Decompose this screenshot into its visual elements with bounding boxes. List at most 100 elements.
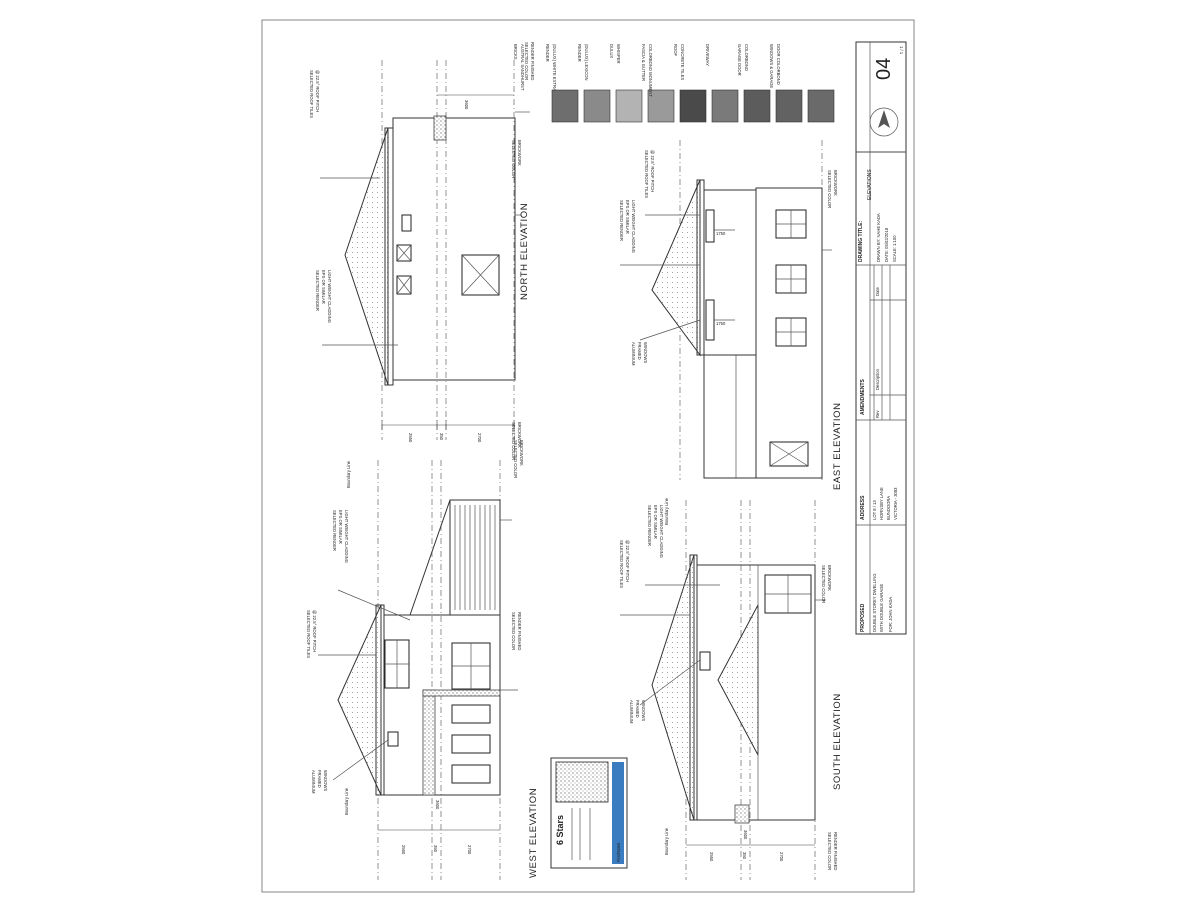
west-note-roof-pitch: @ 22.5° ROOF PITCH	[312, 610, 317, 652]
north-dim-top: 3600	[464, 100, 469, 110]
legend-sub-2: (DULUX) LEXICON	[584, 44, 589, 81]
east-window-upper-1	[705, 209, 715, 243]
south-wall	[696, 564, 816, 821]
north-note-color-render: SELECTED COLOR	[524, 42, 529, 80]
north-note-render: SELECTED RENDER	[315, 270, 320, 311]
south-note-render-finished: RENDER FINISHED	[833, 832, 838, 870]
south-note-render: SELECTED RENDER	[647, 505, 652, 546]
west-note-brickwork: BRICKWORK	[519, 440, 524, 466]
north-note-cladding: LIGHT WEIGHT CLADDING	[327, 270, 332, 323]
legend-label-3: DULUX	[609, 44, 614, 58]
proposed-line-1: DOUBLE STOREY DWELLING	[872, 574, 877, 633]
legend-swatch-8	[807, 89, 835, 123]
south-elevation-title: SOUTH ELEVATION	[832, 693, 843, 790]
sheet-total: 1 / 1	[899, 46, 904, 55]
drawing-title-label: DRAWING TITLE:	[858, 221, 864, 262]
west-dim-2: 350	[433, 845, 438, 853]
north-arrow-icon	[869, 107, 899, 137]
south-roof	[651, 554, 695, 821]
legend-sub-7: COLORBOND	[744, 44, 749, 71]
north-note-eps: EPS OR SIMILAR	[321, 270, 326, 304]
south-note-brickwork: BRICKWORK	[827, 565, 832, 591]
proposed-client: FOR: JOHN KADA	[888, 597, 893, 632]
east-dim-2: 1750	[716, 321, 726, 326]
west-note-color-render: SELECTED COLOR	[511, 612, 516, 650]
legend-label-6: DRIVEWAY	[705, 44, 710, 66]
east-dim-1: 1750	[716, 231, 726, 236]
drawing-title: ELEVATIONS	[867, 169, 873, 200]
south-dim-top: 3600	[743, 830, 748, 840]
amendments-heading: AMENDMENTS	[860, 379, 866, 415]
legend-swatch-6	[743, 89, 771, 123]
south-note-cladding: LIGHT WEIGHT CLADDING	[659, 505, 664, 558]
legend-swatch-7	[775, 89, 803, 123]
amend-col-description: Description	[875, 368, 880, 390]
south-note-color-render: SELECTED COLOR	[827, 832, 832, 870]
north-dim-3: 2700	[477, 433, 482, 443]
south-note-roof-tiles: SELECTED ROOF TILES	[619, 540, 624, 588]
west-note-render-finished: RENDER FINISHED	[517, 612, 522, 650]
address-line-1: LOT 8 / 13	[872, 500, 877, 520]
west-dim-3: 2700	[467, 845, 472, 855]
drawing-date: DATE: 05/02/2018	[884, 227, 889, 262]
legend-label-5: ROOF	[673, 44, 678, 57]
north-wall	[392, 117, 516, 381]
west-note-aluminium: ALUMINIUM	[311, 770, 316, 794]
east-roof	[651, 179, 701, 357]
east-elevation-title: EAST ELEVATION	[832, 402, 843, 490]
south-dim-1: 2550	[709, 852, 714, 862]
west-elevation: 2550 350 2700 3600 Boundary Line Boundar…	[306, 440, 539, 880]
east-note-aluminium: ALUMINIUM	[631, 342, 636, 366]
east-note-brickwork: BRICKWORK	[833, 170, 838, 196]
energy-rating-label: FirstRate5	[616, 842, 621, 862]
south-dim-2: 350	[742, 852, 747, 860]
proposed-heading: PROPOSED	[860, 603, 866, 632]
north-dim-1: 2550	[408, 433, 413, 443]
north-note-color-brick-2: SELECTED COLOR	[511, 422, 516, 460]
west-note-cladding: LIGHT WEIGHT CLADDING	[344, 510, 349, 563]
energy-rating-certificate: 6 Stars FirstRate5	[550, 757, 628, 869]
qr-code-icon	[555, 761, 609, 803]
amend-col-rev: Rev	[875, 410, 880, 418]
legend-sub-1: (DULUX) WHITE EXTRA	[552, 44, 557, 91]
north-note-roof-tiles: SELECTED ROOF TILES	[309, 70, 314, 118]
north-note-brickwork-2: BRICKWORK	[517, 422, 522, 448]
south-note-framed: FRAMED	[635, 700, 640, 718]
south-note-color-brick: SELECTED COLOR	[821, 565, 826, 603]
legend-label-0: BRICKS	[513, 44, 518, 60]
east-note-eps: EPS OR SIMILAR	[625, 200, 630, 234]
address-line-4: VICTORIA - 3083	[893, 487, 898, 520]
west-note-render: SELECTED RENDER	[332, 510, 337, 551]
proposed-line-2: WITH DOUBLE GARAGE	[879, 584, 884, 632]
east-note-render: SELECTED RENDER	[619, 200, 624, 241]
west-note-framed: FRAMED	[317, 770, 322, 788]
south-dim-3: 2700	[779, 852, 784, 862]
address-heading: ADDRESS	[860, 495, 866, 520]
sheet-number: 04	[873, 58, 895, 80]
legend-sub-4: COLORBOND MONUMENT	[648, 44, 653, 97]
sheet-border	[261, 19, 915, 893]
south-note-eps: EPS OR SIMILAR	[653, 505, 658, 539]
legend-swatch-4	[679, 89, 707, 123]
west-note-windows: WINDOWS	[323, 770, 328, 791]
west-dim-top: 3600	[435, 800, 440, 810]
legend-sub-5: CONCRETE TILES	[680, 44, 685, 80]
north-note-render-finished: RENDER FINISHED	[530, 42, 535, 80]
west-wall	[383, 614, 501, 796]
east-elevation: 1750 1750 SELECTED RENDER EPS OR SIMILAR…	[619, 140, 843, 490]
south-lower-roof	[717, 604, 759, 756]
east-note-roof-pitch: @ 22.5° ROOF PITCH	[650, 150, 655, 192]
west-note-roof-tiles: SELECTED ROOF TILES	[306, 610, 311, 658]
east-note-framed: FRAMED	[637, 342, 642, 360]
legend-swatch-3	[647, 89, 675, 123]
north-note-color-brick: SELECTED COLOR	[511, 140, 516, 178]
west-dim-1: 2550	[401, 845, 406, 855]
east-lower-wall	[755, 187, 823, 479]
legend-sub-3: WHISPER	[616, 44, 621, 64]
legend-swatch-0	[551, 89, 579, 123]
south-boundary-label-top: Boundary Line	[664, 497, 669, 525]
address-line-2: HORNSBY LANE	[879, 487, 884, 520]
